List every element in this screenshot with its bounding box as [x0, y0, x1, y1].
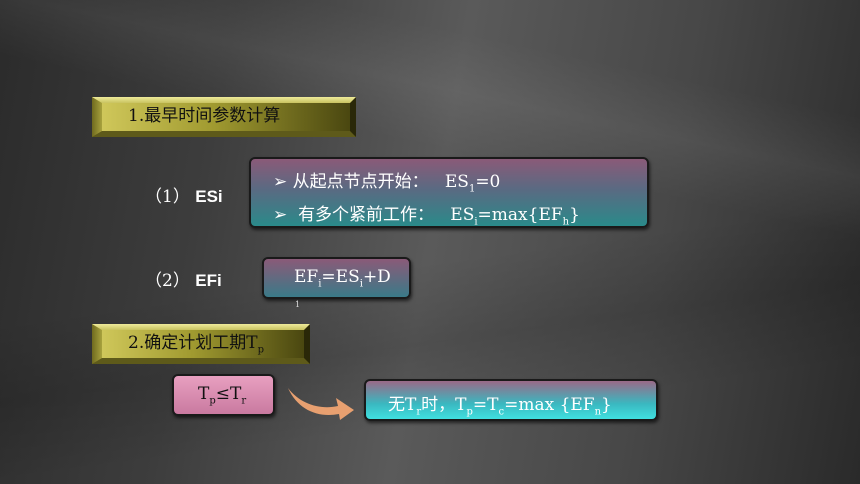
item-ef-prefix: （2） [145, 271, 190, 291]
es-var: ES [450, 205, 475, 226]
res-d: =max {EF [504, 395, 595, 415]
res-b: 时，T [421, 395, 467, 415]
arrow-bullet-icon: ➢ [273, 205, 288, 226]
res-c-sub: c [498, 406, 505, 418]
res-a: 无T [388, 395, 417, 415]
item-es-name: ESi [195, 187, 223, 206]
res-b-sub: p [466, 406, 473, 418]
heading-plan-period: 2.确定计划工期Tp [128, 329, 264, 364]
heading-bar-plan-period: 2.确定计划工期Tp [92, 324, 310, 364]
es-formula-box: ➢ 从起点节点开始： ES1=0 ➢ 有多个紧前工作： ESi=max{EFh} [249, 157, 649, 228]
ef-sub: h [562, 216, 570, 228]
heading-earliest-time: 1.最早时间参数计算 [128, 106, 281, 126]
es-sub: i [474, 216, 478, 228]
ef-es: =ES [321, 267, 360, 287]
res-a-sub: r [416, 406, 422, 418]
es-close: } [569, 205, 580, 226]
es-sub: 1 [468, 183, 476, 195]
es-val: =max{EF [477, 205, 563, 226]
ef-es-sub: i [359, 278, 363, 290]
tp-condition-box: Tp≤Tr [172, 374, 275, 416]
es-rule-start: ➢ 从起点节点开始： ES1=0 [273, 169, 647, 202]
es-var: ES [444, 172, 469, 192]
res-e: } [601, 395, 612, 415]
tr-sub: r [241, 395, 247, 407]
ef-sub: i [318, 278, 322, 290]
ef-d: +D [362, 267, 391, 287]
item-ef-name: EFi [195, 271, 222, 290]
tp-sub: p [209, 395, 216, 407]
es-rule-start-text: 从起点节点开始： [292, 172, 429, 192]
result-formula-box: 无Tr时，Tp=Tc=max {EFn} [364, 379, 658, 421]
res-c: =T [472, 395, 499, 415]
heading-bar-earliest-time: 1.最早时间参数计算 [92, 97, 356, 137]
res-d-sub: n [594, 406, 602, 418]
curved-arrow-icon [288, 388, 354, 420]
item-es-prefix: （1） [145, 187, 190, 207]
tp-var: T [198, 384, 210, 404]
heading-plan-period-sub: p [257, 344, 264, 356]
es-rule-multi: ➢ 有多个紧前工作： ESi=max{EFh} [273, 202, 647, 235]
es-rule-multi-text: 有多个紧前工作： [298, 205, 435, 226]
ef-formula-box: EFi=ESi+D [262, 257, 411, 299]
arrow-bullet-icon: ➢ [273, 172, 288, 192]
ef-var: EF [294, 267, 319, 287]
heading-plan-period-text: 2.确定计划工期T [128, 333, 258, 353]
item-ef-label: （2） EFi [145, 266, 222, 291]
es-val: =0 [475, 172, 501, 192]
item-es-label: （1） ESi [145, 182, 223, 207]
ef-under-sub: 1 [295, 300, 301, 309]
tp-op: ≤T [215, 384, 242, 404]
